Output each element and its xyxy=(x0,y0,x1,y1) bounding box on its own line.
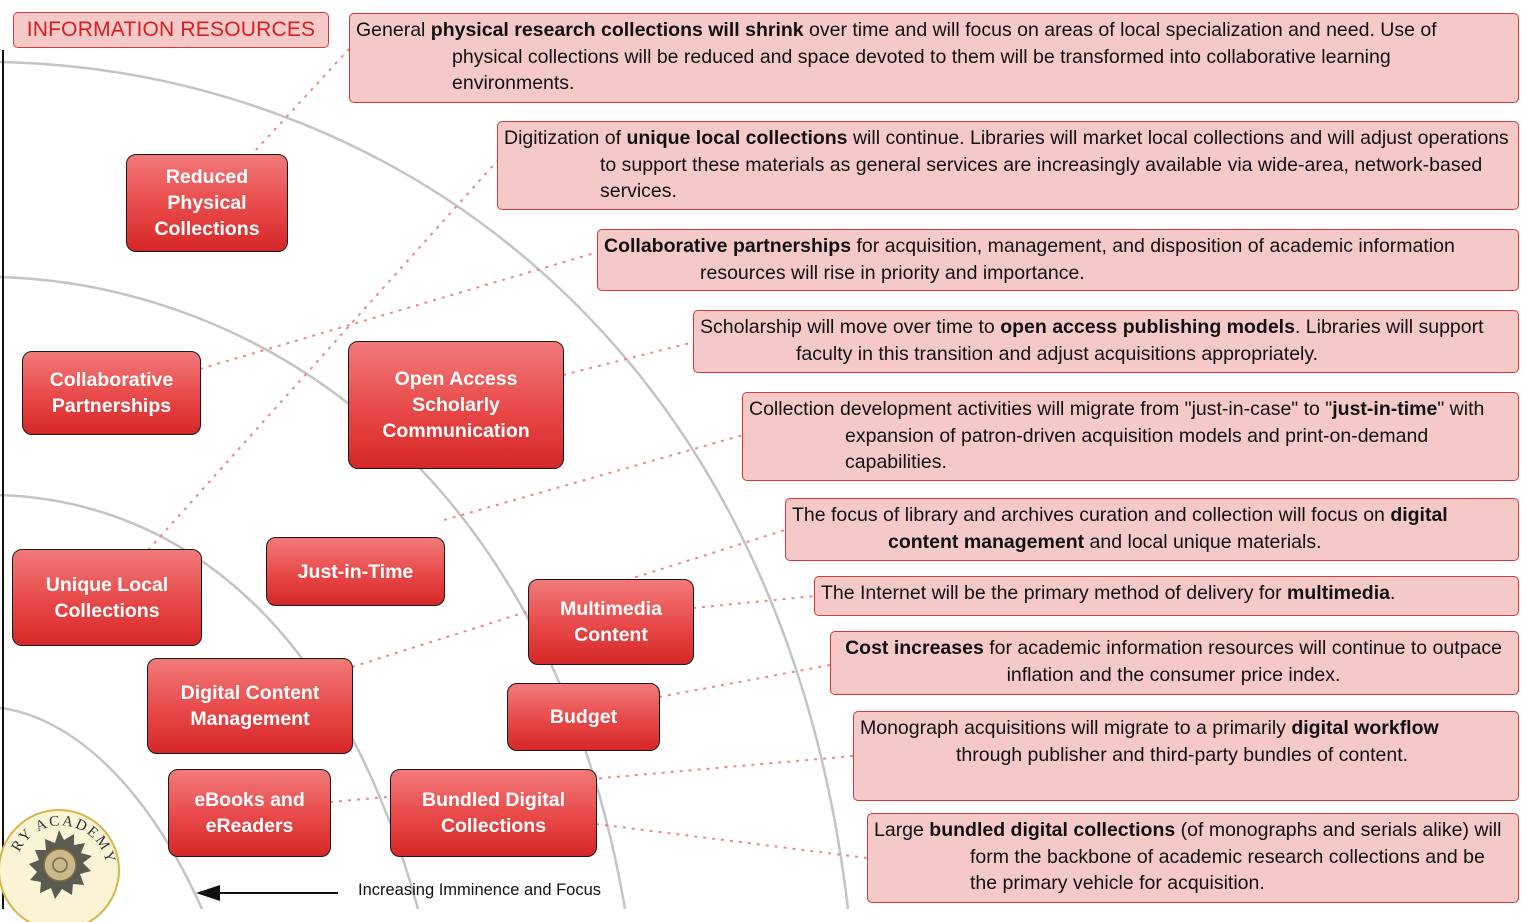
connector-multimedia xyxy=(692,595,816,609)
connector-open xyxy=(562,341,695,376)
topic-just-in-time[interactable]: Just-in-Time xyxy=(266,537,445,606)
academy-seal-logo: RY ACADEMY LI xyxy=(0,792,120,922)
connector-budget xyxy=(658,664,831,698)
topic-reduced-physical-collections[interactable]: Reduced Physical Collections xyxy=(126,154,288,252)
seal-center-inner xyxy=(52,857,68,873)
topic-label: Multimedia Content xyxy=(560,598,662,646)
connector-bundled xyxy=(595,823,868,859)
topic-open-access[interactable]: Open Access Scholarly Communication xyxy=(348,341,564,469)
topic-collaborative-partnerships[interactable]: Collaborative Partnerships xyxy=(22,351,201,435)
description-unique: Digitization of unique local collections… xyxy=(497,121,1519,210)
topic-bundled-digital-collections[interactable]: Bundled Digital Collections xyxy=(390,769,597,857)
connector-jit xyxy=(443,434,744,521)
description-bundled: Large bundled digital collections (of mo… xyxy=(867,813,1519,903)
arc-ring-1 xyxy=(0,706,204,909)
topic-label: Collaborative Partnerships xyxy=(49,369,174,417)
page-title: INFORMATION RESOURCES xyxy=(13,12,329,48)
topic-label: Just-in-Time xyxy=(297,560,414,583)
topic-unique-local-collections[interactable]: Unique Local Collections xyxy=(12,549,202,646)
topic-budget[interactable]: Budget xyxy=(507,683,660,751)
description-jit: Collection development activities will m… xyxy=(742,392,1519,481)
description-reduced: General physical research collections wi… xyxy=(349,13,1519,103)
topic-multimedia-content[interactable]: Multimedia Content xyxy=(528,579,694,665)
topic-label: Reduced Physical Collections xyxy=(154,166,260,240)
description-open: Scholarship will move over time to open … xyxy=(693,310,1519,373)
connector-collab xyxy=(199,251,599,370)
description-budget: Cost increases for academic information … xyxy=(830,631,1519,695)
topic-label: eBooks and eReaders xyxy=(194,789,305,837)
arrow-head-icon xyxy=(196,885,220,901)
description-multimedia: The Internet will be the primary method … xyxy=(814,576,1519,616)
topic-label: Open Access Scholarly Communication xyxy=(382,368,530,442)
direction-arrow xyxy=(196,885,338,901)
topic-label: Unique Local Collections xyxy=(45,573,169,622)
topic-label: Bundled Digital Collections xyxy=(422,789,565,837)
arc-ring-2 xyxy=(0,493,420,909)
topic-label: Digital Content Management xyxy=(180,682,320,730)
axis-caption: Increasing Imminence and Focus xyxy=(358,881,602,899)
seal-center xyxy=(43,848,77,882)
topic-label: Budget xyxy=(549,706,618,728)
topic-digital-content-management[interactable]: Digital Content Management xyxy=(147,658,353,754)
description-ebooks: Monograph acquisitions will migrate to a… xyxy=(853,711,1519,801)
arc-ring-4 xyxy=(0,60,850,909)
topic-ebooks-ereaders[interactable]: eBooks and eReaders xyxy=(168,769,331,857)
description-collab: Collaborative partnerships for acquisiti… xyxy=(597,229,1519,291)
description-digital: The focus of library and archives curati… xyxy=(785,498,1519,561)
